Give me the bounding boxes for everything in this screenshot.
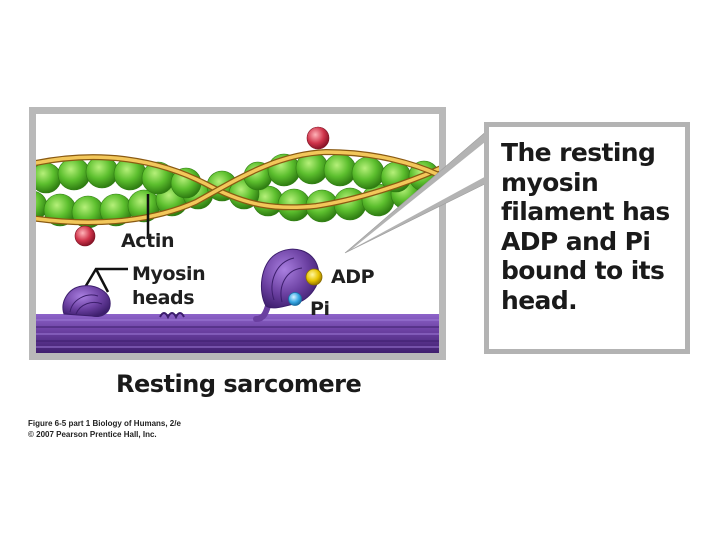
diagram-title: Resting sarcomere [116,370,362,398]
callout-box: The resting myosin filament has ADP and … [484,122,690,354]
pi-molecule [288,292,302,306]
callout-content: The resting myosin filament has ADP and … [489,127,685,349]
diagram-frame [29,107,446,360]
figure-caption: Figure 6-5 part 1 Biology of Humans, 2/e… [28,418,181,440]
caption-line-2: © 2007 Pearson Prentice Hall, Inc. [28,430,157,439]
troponin-ball [74,225,96,247]
myosin-heads-pointer-branch [94,268,110,293]
callout-text: The resting myosin filament has ADP and … [501,138,670,315]
actin-label: Actin [121,230,175,252]
thick-filament [36,314,439,353]
adp-label: ADP [331,266,375,288]
myosin-head-right [253,248,320,322]
pi-label: Pi [310,298,330,320]
troponin-ball [306,126,330,150]
diagram-canvas [36,114,439,353]
caption-line-1: Figure 6-5 part 1 Biology of Humans, 2/e [28,419,181,428]
adp-molecule [305,268,323,286]
myosin-heads-label: Myosin heads [132,263,206,309]
myosin-head-left [62,285,111,317]
myosin-neck-squiggle [159,312,185,320]
sarcomere-illustration [36,126,439,353]
